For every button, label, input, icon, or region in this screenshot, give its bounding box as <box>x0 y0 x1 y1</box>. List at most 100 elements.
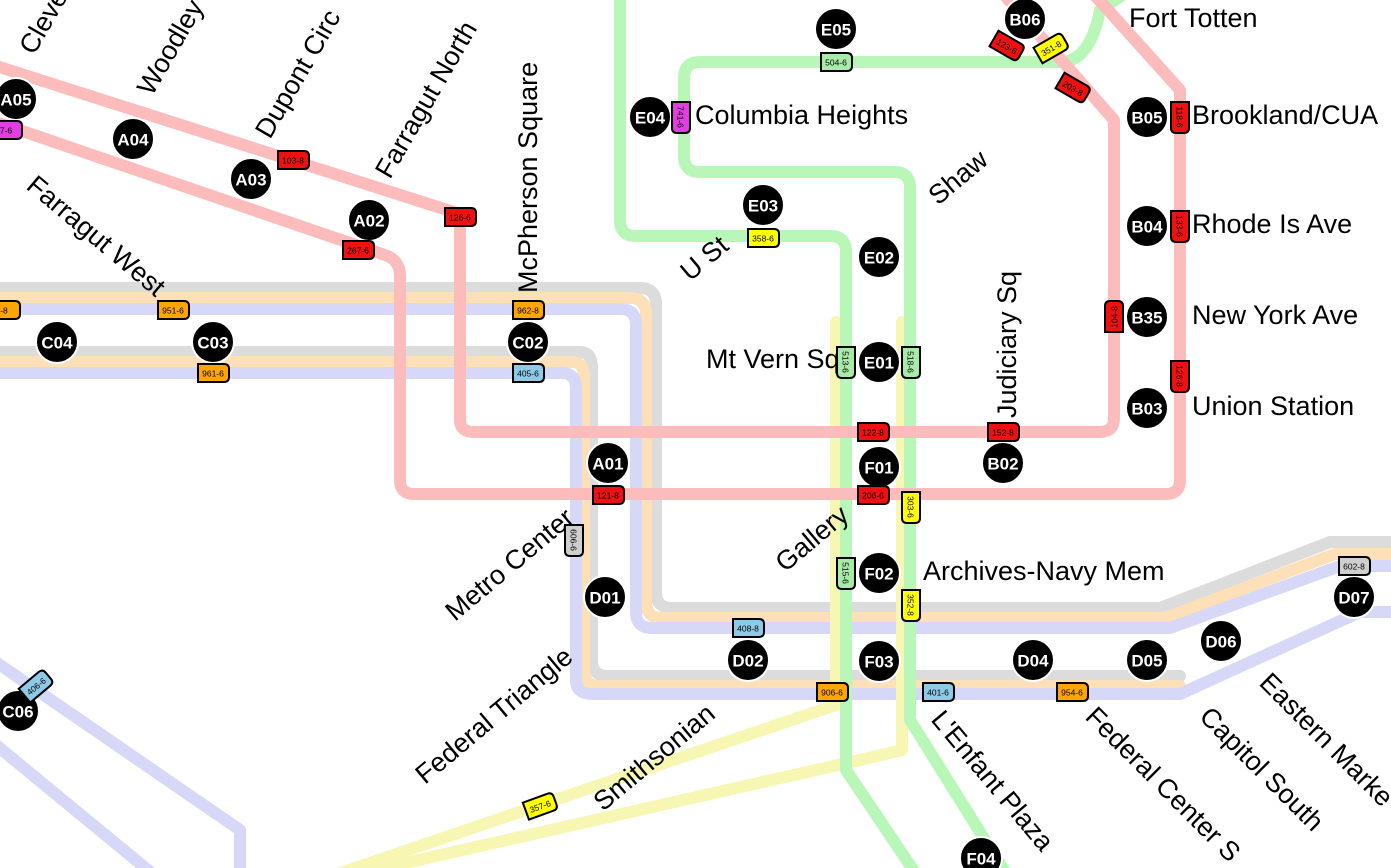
train-marker[interactable] <box>747 228 780 248</box>
train-marker[interactable] <box>1104 300 1124 333</box>
train-303-6[interactable]: 303-6 <box>901 491 921 524</box>
station-marker[interactable] <box>1125 638 1169 682</box>
train-marker[interactable] <box>857 485 890 505</box>
station-f01[interactable]: F01 <box>857 445 901 489</box>
train-marker[interactable] <box>512 300 545 320</box>
train-marker[interactable] <box>836 557 856 590</box>
train-962-8[interactable]: 962-8 <box>512 300 545 320</box>
train-marker[interactable] <box>901 346 921 379</box>
train-marker[interactable] <box>444 207 477 227</box>
train-122-8[interactable]: 122-8 <box>857 422 890 442</box>
station-marker[interactable] <box>1011 638 1055 682</box>
train-104-8[interactable]: 104-8 <box>1104 300 1124 333</box>
station-d05[interactable]: D05 <box>1125 638 1169 682</box>
station-b06[interactable]: B06 <box>1003 0 1047 41</box>
train-408-8[interactable]: 408-8 <box>732 618 765 638</box>
station-marker[interactable] <box>726 638 770 682</box>
station-marker[interactable] <box>1003 0 1047 41</box>
train-marker[interactable] <box>1338 556 1371 576</box>
train-marker[interactable] <box>1170 360 1190 393</box>
train-marker[interactable] <box>987 422 1020 442</box>
train-602-8[interactable]: 602-8 <box>1338 556 1371 576</box>
train-741-6[interactable]: 741-6 <box>671 101 691 134</box>
station-a02[interactable]: A02 <box>347 198 391 242</box>
train-marker[interactable] <box>671 101 691 134</box>
train-267-6[interactable]: 267-6 <box>342 240 375 260</box>
station-marker[interactable] <box>741 183 785 227</box>
train-203-8[interactable]: 203-8 <box>1054 71 1092 104</box>
train-405-6[interactable]: 405-6 <box>512 363 545 383</box>
train-357-6[interactable]: 357-6 <box>521 792 558 821</box>
train-marker[interactable] <box>157 300 190 320</box>
train-513-6[interactable]: 513-6 <box>836 346 856 379</box>
station-e05[interactable]: E05 <box>814 7 858 51</box>
train-126-6[interactable]: 126-6 <box>444 207 477 227</box>
train-351-8[interactable]: 351-8 <box>1032 32 1070 65</box>
train-961-6[interactable]: 961-6 <box>197 363 230 383</box>
station-b05[interactable]: B05 <box>1125 95 1169 139</box>
train-504-6[interactable]: 504-6 <box>820 52 853 72</box>
train-206-6[interactable]: 206-6 <box>857 485 890 505</box>
train-marker[interactable] <box>820 52 853 72</box>
train-marker[interactable] <box>901 589 921 622</box>
train-954-6[interactable]: 954-6 <box>1056 682 1089 702</box>
train-103-8[interactable]: 103-8 <box>277 150 310 170</box>
train-marker[interactable] <box>342 240 375 260</box>
station-a05[interactable]: A05 <box>0 77 38 121</box>
train-marker[interactable] <box>521 792 558 821</box>
train-951-6[interactable]: 951-6 <box>157 300 190 320</box>
station-marker[interactable] <box>814 7 858 51</box>
train-marker[interactable] <box>1170 210 1190 243</box>
station-marker[interactable] <box>586 441 630 485</box>
train-118-6[interactable]: 118-6 <box>1170 101 1190 134</box>
station-a04[interactable]: A04 <box>111 117 155 161</box>
station-c03[interactable]: C03 <box>191 320 235 364</box>
station-e02[interactable]: E02 <box>857 235 901 279</box>
station-marker[interactable] <box>1125 386 1169 430</box>
train-126-8[interactable]: 126-8 <box>1170 360 1190 393</box>
train-515-6[interactable]: 515-6 <box>836 557 856 590</box>
station-marker[interactable] <box>857 235 901 279</box>
train-marker[interactable] <box>564 524 584 557</box>
train--8[interactable]: -8 <box>0 300 21 320</box>
station-e04[interactable]: E04 <box>628 95 672 139</box>
train-7-6[interactable]: 7-6 <box>0 120 23 140</box>
station-b35[interactable]: B35 <box>1125 295 1169 339</box>
station-f03[interactable]: F03 <box>857 639 901 683</box>
station-e03[interactable]: E03 <box>741 183 785 227</box>
train-marker[interactable] <box>17 669 54 704</box>
train-marker[interactable] <box>816 682 849 702</box>
station-marker[interactable] <box>1125 204 1169 248</box>
station-a03[interactable]: A03 <box>229 157 273 201</box>
station-d06[interactable]: D06 <box>1199 619 1243 663</box>
train-marker[interactable] <box>592 485 625 505</box>
train-906-6[interactable]: 906-6 <box>816 682 849 702</box>
train-marker[interactable] <box>0 120 23 140</box>
station-f04[interactable]: F04 <box>959 836 1003 868</box>
train-406-6[interactable]: 406-6 <box>17 669 54 704</box>
station-d02[interactable]: D02 <box>726 638 770 682</box>
train-marker[interactable] <box>1054 71 1092 104</box>
train-marker[interactable] <box>922 682 955 702</box>
station-marker[interactable] <box>1125 295 1169 339</box>
train-352-8[interactable]: 352-8 <box>901 589 921 622</box>
station-marker[interactable] <box>229 157 273 201</box>
station-b03[interactable]: B03 <box>1125 386 1169 430</box>
train-518-6[interactable]: 518-6 <box>901 346 921 379</box>
train-marker[interactable] <box>1056 682 1089 702</box>
train-606-6[interactable]: 606-6 <box>564 524 584 557</box>
station-f02[interactable]: F02 <box>857 551 901 595</box>
station-marker[interactable] <box>1125 95 1169 139</box>
train-marker[interactable] <box>0 300 21 320</box>
train-marker[interactable] <box>197 363 230 383</box>
station-marker[interactable] <box>35 320 79 364</box>
station-c02[interactable]: C02 <box>506 320 550 364</box>
station-marker[interactable] <box>959 836 1003 868</box>
station-marker[interactable] <box>857 639 901 683</box>
train-121-8[interactable]: 121-8 <box>592 485 625 505</box>
train-marker[interactable] <box>857 422 890 442</box>
train-358-6[interactable]: 358-6 <box>747 228 780 248</box>
train-133-6[interactable]: 133-6 <box>1170 210 1190 243</box>
station-marker[interactable] <box>857 340 901 384</box>
train-marker[interactable] <box>732 618 765 638</box>
